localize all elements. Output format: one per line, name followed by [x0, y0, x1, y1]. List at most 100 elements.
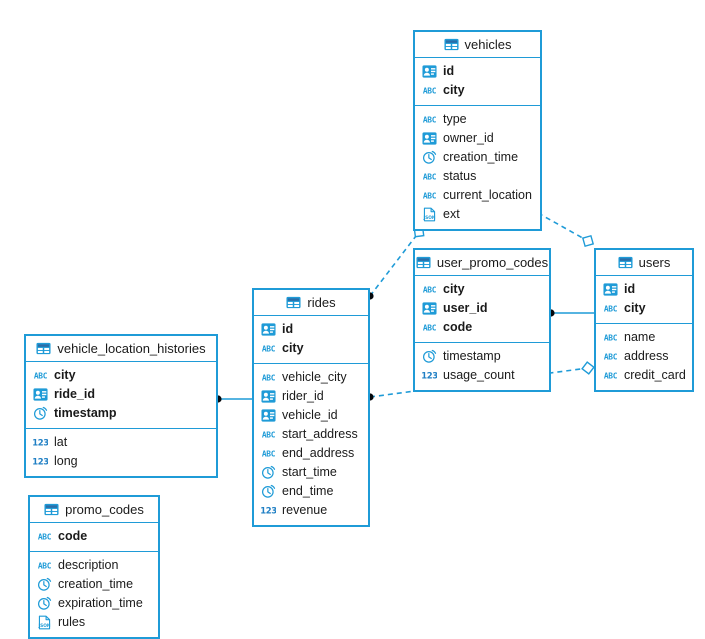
field-row: vehicle_id — [254, 406, 368, 425]
field-row: start_time — [254, 463, 368, 482]
field-row: ABC city — [26, 366, 216, 385]
field-name: city — [624, 301, 646, 316]
field-row: id — [254, 320, 368, 339]
relationship-vehicle_location_histories-to-rides[interactable] — [214, 395, 252, 403]
svg-text:123: 123 — [33, 457, 48, 467]
field-name: type — [443, 112, 467, 127]
field-name: end_time — [282, 484, 334, 499]
json-icon: JSON — [422, 207, 437, 222]
field-name: user_id — [443, 301, 488, 316]
svg-text:123: 123 — [261, 506, 276, 516]
field-name: city — [54, 368, 76, 383]
svg-text:ABC: ABC — [38, 561, 52, 570]
field-row: creation_time — [30, 575, 158, 594]
abc-icon: ABC — [422, 282, 437, 297]
clock-icon — [422, 150, 437, 165]
field-name: end_address — [282, 446, 355, 461]
field-name: lat — [54, 435, 68, 450]
field-name: timestamp — [54, 406, 117, 421]
table-icon — [416, 255, 431, 270]
table-header: user_promo_codes — [415, 250, 549, 276]
table-icon — [443, 37, 459, 52]
field-row: timestamp — [415, 347, 549, 366]
abc-icon: ABC — [261, 370, 276, 385]
clock-icon — [37, 596, 52, 611]
abc-icon: ABC — [261, 427, 276, 442]
relationship-user_promo_codes-to-users[interactable] — [547, 309, 594, 317]
svg-text:123: 123 — [422, 371, 437, 381]
svg-text:ABC: ABC — [423, 115, 437, 124]
svg-text:JSON: JSON — [423, 215, 436, 221]
clock-icon — [261, 465, 276, 480]
field-name: id — [624, 282, 636, 297]
number-icon: 123 — [261, 503, 276, 518]
id-icon — [33, 387, 48, 402]
abc-icon: ABC — [37, 558, 52, 573]
svg-text:ABC: ABC — [262, 430, 276, 439]
relationship-vehicles-to-users[interactable] — [534, 209, 595, 248]
table-header: rides — [254, 290, 368, 316]
field-row: expiration_time — [30, 594, 158, 613]
column-section: timestamp 123 usage_count — [415, 343, 549, 390]
abc-icon: ABC — [603, 368, 618, 383]
id-icon — [422, 64, 437, 79]
svg-text:ABC: ABC — [38, 532, 52, 541]
svg-text:123: 123 — [33, 438, 48, 448]
field-name: address — [624, 349, 669, 364]
field-name: name — [624, 330, 656, 345]
abc-icon: ABC — [603, 349, 618, 364]
abc-icon: ABC — [33, 368, 48, 383]
table-icon — [286, 295, 301, 310]
abc-icon: ABC — [261, 446, 276, 461]
abc-icon: ABC — [37, 529, 52, 544]
field-row: ABC type — [415, 110, 540, 129]
relationship-square-marker — [581, 234, 595, 248]
table-title: users — [638, 255, 671, 270]
table-icon — [618, 255, 633, 270]
table-icon — [44, 502, 59, 517]
field-name: revenue — [282, 503, 328, 518]
field-name: expiration_time — [58, 596, 143, 611]
abc-icon: ABC — [422, 112, 437, 127]
table-title: rides — [307, 295, 336, 310]
field-row: ABC address — [596, 347, 692, 366]
relationship-square-marker — [581, 361, 595, 375]
svg-text:ABC: ABC — [423, 191, 437, 200]
field-name: current_location — [443, 188, 532, 203]
svg-text:ABC: ABC — [423, 172, 437, 181]
table-icon — [36, 341, 51, 356]
field-name: id — [282, 322, 294, 337]
field-name: owner_id — [443, 131, 494, 146]
svg-text:ABC: ABC — [423, 285, 437, 294]
number-icon: 123 — [33, 435, 48, 450]
column-section: ABC description creation_time expiration_ti… — [30, 552, 158, 637]
field-name: city — [282, 341, 304, 356]
table-header: vehicle_location_histories — [26, 336, 216, 362]
field-name: start_time — [282, 465, 337, 480]
field-name: usage_count — [443, 368, 515, 383]
svg-text:ABC: ABC — [604, 333, 618, 342]
field-row: timestamp — [26, 404, 216, 423]
table-title: promo_codes — [65, 502, 144, 517]
svg-text:ABC: ABC — [262, 344, 276, 353]
abc-icon: ABC — [422, 83, 437, 98]
json-icon: JSON — [37, 615, 52, 630]
field-name: description — [58, 558, 119, 573]
field-row: rider_id — [254, 387, 368, 406]
table-header: users — [596, 250, 692, 276]
clock-icon — [33, 406, 48, 421]
